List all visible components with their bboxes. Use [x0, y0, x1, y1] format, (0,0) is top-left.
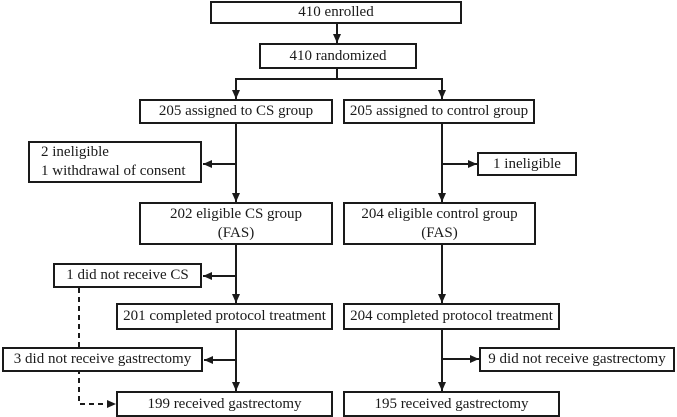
- flow-box-label: 195 received gastrectomy: [374, 395, 529, 412]
- flow-box-label: 410 enrolled: [298, 4, 374, 20]
- flow-box-label: (FAS): [421, 224, 458, 241]
- flow-box-label: 204 completed protocol treatment: [350, 308, 553, 324]
- flow-box-label: 205 assigned to control group: [349, 103, 529, 119]
- flow-box-cs-not-received: 1 did not receive CS: [53, 263, 202, 288]
- flow-box-control-gastrectomy: 195 received gastrectomy: [343, 391, 560, 417]
- flow-box-label: 1 withdrawal of consent: [41, 163, 186, 179]
- flow-box-cs-gastrectomy: 199 received gastrectomy: [116, 391, 333, 417]
- flow-box-label: 201 completed protocol treatment: [123, 308, 326, 324]
- flow-box-control-no-gastrectomy: 9 did not receive gastrectomy: [479, 347, 675, 372]
- flow-box-cs-assigned: 205 assigned to CS group: [139, 99, 333, 124]
- flow-box-cs-excluded: 2 ineligible 1 withdrawal of consent: [28, 141, 202, 183]
- flow-box-cs-no-gastrectomy: 3 did not receive gastrectomy: [2, 347, 203, 372]
- flow-box-label: 204 eligible control group: [361, 205, 518, 222]
- flow-box-label: 2 ineligible: [41, 144, 109, 160]
- flow-box-label: 3 did not receive gastrectomy: [13, 351, 192, 367]
- flow-box-label: 199 received gastrectomy: [147, 395, 302, 412]
- flow-box-label: (FAS): [217, 224, 255, 241]
- connector-randomized-split: [232, 69, 446, 99]
- dashed-arrow-not-received-to-gastrectomy: [78, 288, 116, 408]
- flow-box-label: 9 did not receive gastrectomy: [488, 351, 666, 367]
- flow-box-cs-eligible: 202 eligible CS group (FAS): [139, 202, 333, 245]
- flow-box-control-eligible: 204 eligible control group (FAS): [343, 202, 536, 245]
- flow-box-label: 202 eligible CS group: [169, 205, 303, 222]
- flow-box-cs-completed: 201 completed protocol treatment: [116, 303, 333, 330]
- flow-box-control-completed: 204 completed protocol treatment: [343, 303, 560, 330]
- flow-box-label: 205 assigned to CS group: [158, 103, 314, 119]
- flow-box-enrolled: 410 enrolled: [210, 1, 462, 24]
- flow-box-randomized: 410 randomized: [259, 43, 417, 69]
- flow-box-label: 1 did not receive CS: [66, 267, 189, 283]
- flow-box-label: 1 ineligible: [493, 155, 561, 172]
- flow-box-label: 410 randomized: [289, 47, 387, 64]
- flow-box-control-assigned: 205 assigned to control group: [343, 99, 535, 124]
- flow-box-control-excluded: 1 ineligible: [477, 152, 577, 176]
